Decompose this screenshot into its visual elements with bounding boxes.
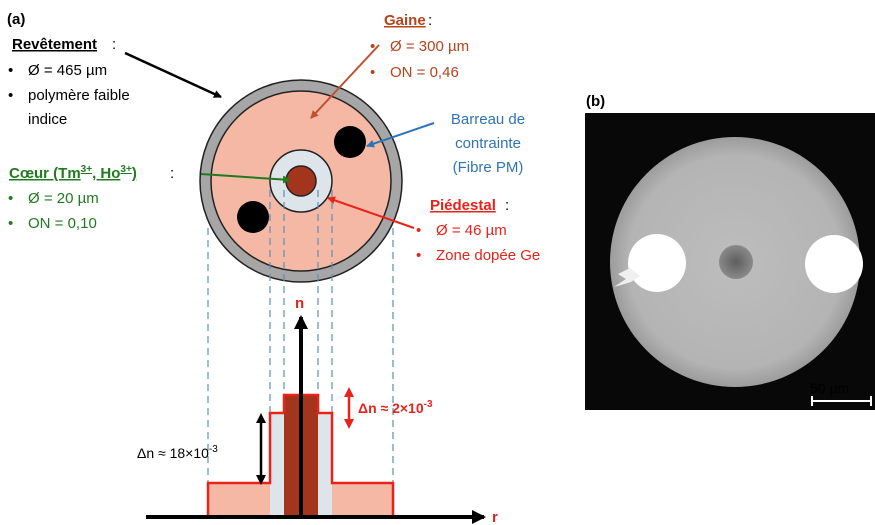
revetement-arrow [124, 51, 222, 99]
revetement-bullet-1: Ø = 465 µm [28, 62, 107, 79]
revetement-bullet-3: indice [28, 111, 67, 128]
bullet-dot: • [8, 215, 13, 232]
barreau-line-3: (Fibre PM) [453, 159, 524, 176]
piedestal-arrow [327, 196, 415, 229]
bullet-dot: • [416, 222, 421, 239]
bullet-dot: • [8, 87, 13, 104]
gaine-title: Gaine [384, 12, 426, 29]
bullet-dot: • [8, 190, 13, 207]
photo-stress-rod-1 [628, 234, 686, 292]
revetement-colon: : [112, 36, 116, 53]
revetement-bullet-2: polymère faible [28, 87, 130, 104]
piedestal-title: Piédestal [430, 197, 496, 214]
coeur-bullet-1: Ø = 20 µm [28, 190, 99, 207]
photo-artifact [614, 268, 640, 287]
piedestal-colon: : [505, 197, 509, 214]
photo-core [719, 245, 753, 279]
fiber-photo: 50 µm [585, 113, 875, 410]
stress-rod-1 [334, 126, 366, 158]
r-axis-label: r [492, 509, 498, 525]
piedestal-bullet-1: Ø = 46 µm [436, 222, 507, 239]
bullet-dot: • [370, 38, 375, 55]
revetement-title: Revêtement [12, 36, 97, 53]
fiber-cross-section [199, 79, 403, 283]
gaine-bullet-2: ON = 0,46 [390, 64, 459, 81]
panel-a-label: (a) [7, 11, 25, 28]
bullet-dot: • [416, 247, 421, 264]
gaine-arrow [310, 44, 380, 119]
barreau-arrow [366, 122, 435, 148]
bullet-dot: • [370, 64, 375, 81]
coeur-bullet-2: ON = 0,10 [28, 215, 97, 232]
bullet-dot: • [8, 62, 13, 79]
coeur-title: Cœur (Tm3+, Ho3+) [9, 164, 137, 182]
stress-rod-2 [237, 201, 269, 233]
coeur-colon: : [170, 165, 174, 182]
coeur-arrow [200, 173, 291, 184]
delta-ped-label: Δn ≈ 18×10-3 [137, 444, 218, 461]
delta-core-label: Δn ≈ 2×10-3 [358, 399, 433, 416]
panel-b-label: (b) [586, 93, 605, 110]
scale-bar-label: 50 µm [810, 380, 849, 396]
piedestal-bullet-2: Zone dopée Ge [436, 247, 540, 264]
gaine-colon: : [428, 12, 432, 29]
barreau-line-2: contrainte [455, 135, 521, 152]
barreau-line-1: Barreau de [451, 111, 525, 128]
core-disk [285, 165, 317, 197]
n-axis-label: n [295, 295, 304, 312]
photo-stress-rod-2 [805, 235, 863, 293]
gaine-bullet-1: Ø = 300 µm [390, 38, 469, 55]
